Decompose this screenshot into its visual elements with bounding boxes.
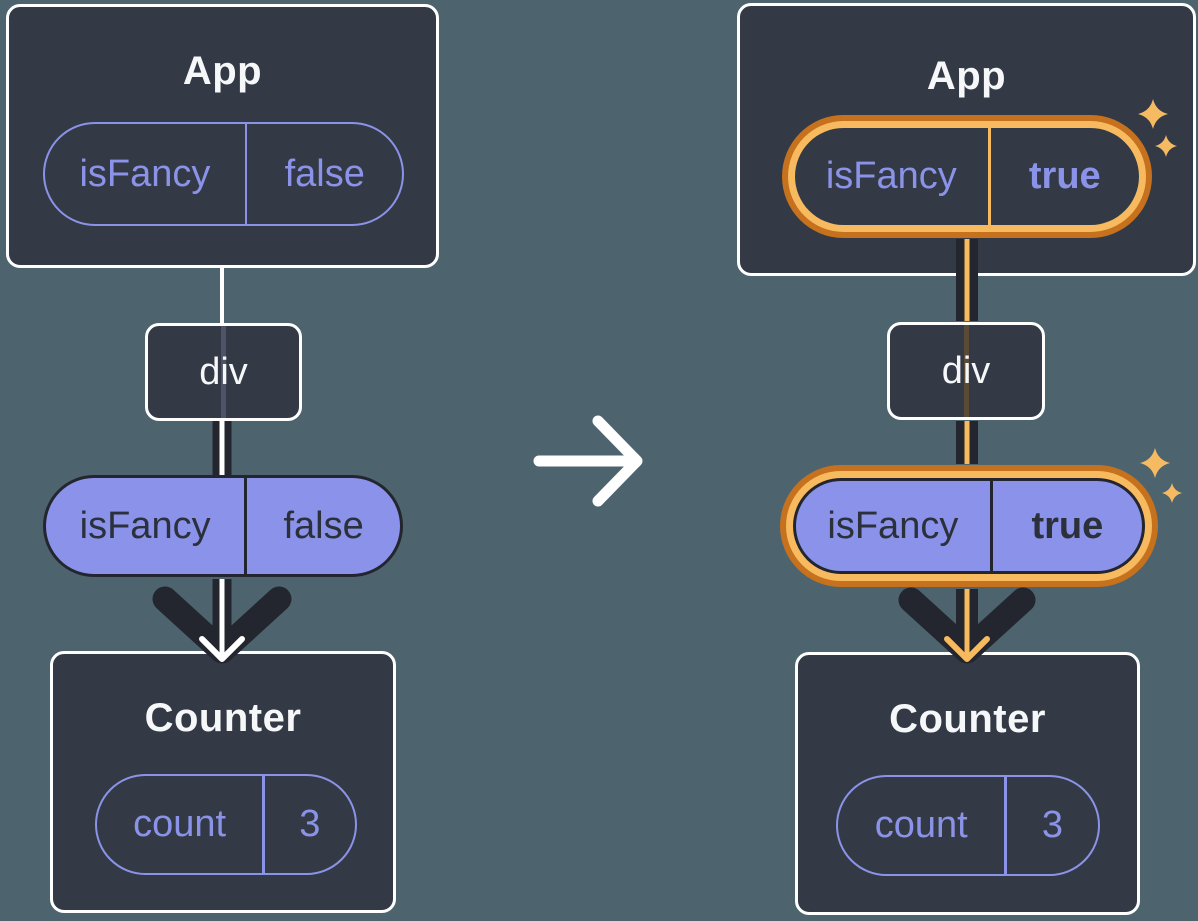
- left-app-state-value: false: [284, 152, 365, 195]
- left-counter-state-pill: count 3: [95, 774, 357, 875]
- right-prop-value: true: [1031, 504, 1104, 547]
- right-counter-title: Counter: [889, 697, 1046, 741]
- pass-through-line: [221, 326, 226, 418]
- pill-divider: [987, 128, 991, 225]
- right-app-state-pill-highlight: isFancy true: [782, 115, 1152, 238]
- right-counter-state-value: 3: [1041, 804, 1064, 846]
- right-app-state-pill: isFancy true: [795, 128, 1139, 225]
- right-div-node: div: [887, 322, 1045, 420]
- pill-divider: [989, 481, 993, 571]
- right-div-label: div: [941, 349, 991, 392]
- left-div-label: div: [199, 350, 248, 393]
- right-prop-name: isFancy: [827, 504, 959, 547]
- sparkle-icon: [1140, 448, 1170, 478]
- pill-divider: [244, 124, 248, 224]
- pill-divider: [262, 776, 265, 873]
- left-app-component-card: App isFancy false: [6, 4, 439, 268]
- left-counter-component-card: Counter count 3: [50, 651, 396, 913]
- left-prop-pill: isFancy false: [43, 475, 403, 577]
- left-app-title: App: [182, 49, 263, 93]
- highlight-ring: isFancy true: [788, 121, 1146, 232]
- pill-divider: [1004, 777, 1007, 874]
- right-counter-state-pill: count 3: [836, 775, 1100, 876]
- left-prop-name: isFancy: [79, 504, 211, 547]
- right-counter-component-card: Counter count 3: [795, 652, 1140, 915]
- right-counter-state-name: count: [874, 804, 968, 846]
- right-app-state-name: isFancy: [825, 155, 957, 197]
- left-prop-value: false: [283, 504, 364, 547]
- right-prop-pill: isFancy true: [793, 478, 1145, 574]
- left-counter-title: Counter: [144, 696, 302, 740]
- right-app-state-value: true: [1028, 155, 1101, 197]
- highlight-ring: isFancy true: [786, 471, 1152, 581]
- transition-arrow-icon: [533, 415, 643, 507]
- right-arrow-chevron: [898, 587, 1036, 664]
- left-div-node: div: [145, 323, 302, 421]
- left-app-state-name: isFancy: [79, 152, 211, 195]
- sparkle-icon: [1162, 483, 1182, 503]
- left-arrow-chevron: [152, 586, 292, 664]
- right-prop-pill-highlight: isFancy true: [780, 465, 1158, 587]
- left-app-state-pill: isFancy false: [43, 122, 404, 226]
- left-counter-state-name: count: [133, 803, 227, 845]
- right-app-title: App: [926, 54, 1007, 98]
- left-counter-state-value: 3: [299, 803, 321, 845]
- pill-divider: [244, 478, 248, 574]
- pass-through-line: [963, 325, 969, 417]
